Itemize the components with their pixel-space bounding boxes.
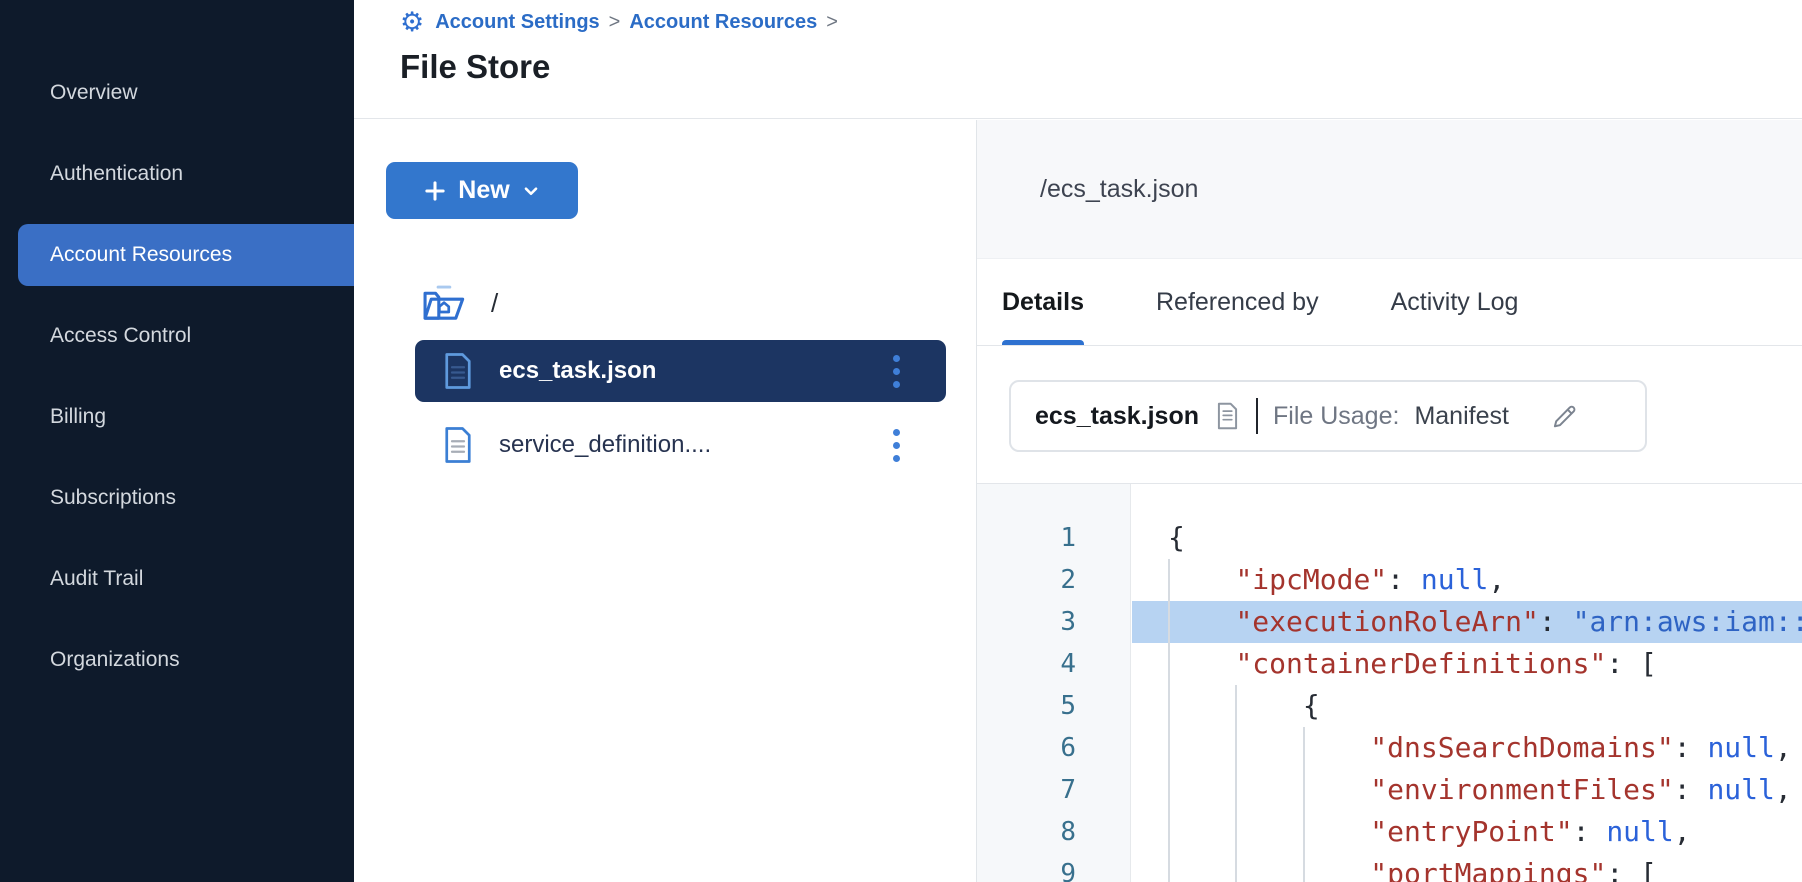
code-line-text: "environmentFiles": null, bbox=[1132, 769, 1802, 811]
code-viewer[interactable]: 1 { 2 "ipcMode": null, 3 "executionRoleA… bbox=[977, 483, 1802, 882]
sidebar-item-label: Authentication bbox=[50, 162, 184, 185]
file-usage-label: File Usage: bbox=[1273, 401, 1400, 430]
sidebar-item-label: Audit Trail bbox=[50, 567, 144, 590]
sidebar-item-billing[interactable]: Billing bbox=[0, 386, 354, 448]
page-header: ⚙ Account Settings > Account Resources > Fi… bbox=[354, 0, 1802, 119]
line-number: 4 bbox=[1060, 649, 1076, 679]
code-line: 2 "ipcMode": null, bbox=[977, 559, 1802, 601]
file-icon bbox=[440, 425, 476, 465]
vertical-divider bbox=[1256, 398, 1258, 434]
sidebar-item-overview[interactable]: Overview bbox=[0, 62, 354, 124]
code-line-text: { bbox=[1132, 685, 1802, 727]
code-line-text: "entryPoint": null, bbox=[1132, 811, 1802, 853]
home-folder-icon bbox=[423, 285, 465, 320]
sidebar-item-authentication[interactable]: Authentication bbox=[0, 143, 354, 205]
kebab-menu-icon[interactable] bbox=[887, 423, 906, 468]
line-number: 5 bbox=[1060, 691, 1076, 721]
file-path-header: /ecs_task.json bbox=[977, 120, 1802, 259]
line-number: 9 bbox=[1060, 859, 1076, 882]
file-path: /ecs_task.json bbox=[1040, 174, 1199, 203]
code-line-text: { bbox=[1168, 521, 1185, 554]
line-number: 2 bbox=[1060, 565, 1076, 595]
file-info-box: ecs_task.json File Usage: Manifest bbox=[1009, 380, 1647, 452]
new-button[interactable]: New bbox=[386, 162, 578, 219]
file-info-name: ecs_task.json bbox=[1035, 401, 1199, 430]
sidebar-item-label: Overview bbox=[50, 81, 138, 104]
code-line: 7 "environmentFiles": null, bbox=[977, 769, 1802, 811]
page-title: File Store bbox=[400, 48, 551, 85]
sidebar-item-label: Organizations bbox=[50, 648, 180, 671]
file-row[interactable]: service_definition.... bbox=[415, 414, 946, 476]
breadcrumb: ⚙ Account Settings > Account Resources > bbox=[400, 9, 838, 36]
line-number: 6 bbox=[1060, 733, 1076, 763]
code-line: 8 "entryPoint": null, bbox=[977, 811, 1802, 853]
gear-icon: ⚙ bbox=[400, 7, 425, 38]
sidebar-item-account-resources[interactable]: Account Resources bbox=[18, 224, 354, 286]
chevron-down-icon bbox=[524, 186, 538, 195]
code-line: 3 "executionRoleArn": "arn:aws:iam:: bbox=[977, 601, 1802, 643]
code-line: 9 "portMappings": [ bbox=[977, 853, 1802, 882]
code-line: 5 { bbox=[977, 685, 1802, 727]
file-usage-value: Manifest bbox=[1414, 401, 1509, 430]
line-number: 7 bbox=[1060, 775, 1076, 805]
breadcrumb-separator: > bbox=[608, 11, 621, 33]
breadcrumb-link[interactable]: Account Settings bbox=[435, 11, 600, 33]
detail-tabs: Details Referenced by Activity Log bbox=[977, 259, 1802, 346]
tab-referenced-by[interactable]: Referenced by bbox=[1155, 287, 1319, 316]
sidebar-item-subscriptions[interactable]: Subscriptions bbox=[0, 467, 354, 529]
sidebar-item-label: Billing bbox=[50, 405, 107, 428]
line-number: 8 bbox=[1060, 817, 1076, 847]
root-folder-label: / bbox=[491, 287, 499, 318]
new-button-label: New bbox=[458, 176, 510, 204]
code-line-text: "ipcMode": null, bbox=[1132, 559, 1802, 601]
root-folder-row[interactable]: / bbox=[420, 280, 498, 326]
file-icon bbox=[440, 351, 476, 391]
line-number: 3 bbox=[1060, 607, 1076, 637]
code-lines: 1 { 2 "ipcMode": null, 3 "executionRoleA… bbox=[977, 484, 1802, 882]
code-line-text: "dnsSearchDomains": null, bbox=[1132, 727, 1802, 769]
file-store-panel: New / ecs_task.json service_definition. bbox=[354, 120, 977, 882]
sidebar-item-audit-trail[interactable]: Audit Trail bbox=[0, 548, 354, 610]
code-line: 6 "dnsSearchDomains": null, bbox=[977, 727, 1802, 769]
code-line: 1 { bbox=[977, 517, 1802, 559]
sidebar-item-label: Account Resources bbox=[50, 243, 233, 266]
sidebar-item-label: Subscriptions bbox=[50, 486, 177, 509]
breadcrumb-separator: > bbox=[826, 11, 838, 33]
sidebar-item-access-control[interactable]: Access Control bbox=[0, 305, 354, 367]
sidebar-item-organizations[interactable]: Organizations bbox=[0, 629, 354, 691]
document-icon bbox=[1217, 402, 1238, 430]
plus-icon bbox=[425, 180, 445, 201]
file-row[interactable]: ecs_task.json bbox=[415, 340, 946, 402]
code-line-text: "containerDefinitions": [ bbox=[1132, 643, 1802, 685]
tab-details[interactable]: Details bbox=[1002, 259, 1084, 345]
line-number-gutter bbox=[977, 484, 1131, 882]
file-name: ecs_task.json bbox=[499, 357, 657, 384]
file-detail-panel: /ecs_task.json Details Referenced by Activ… bbox=[977, 120, 1802, 882]
breadcrumb-link[interactable]: Account Resources bbox=[629, 11, 818, 33]
kebab-menu-icon[interactable] bbox=[887, 349, 906, 394]
edit-pencil-icon[interactable] bbox=[1550, 402, 1578, 430]
code-line-text: "portMappings": [ bbox=[1132, 853, 1802, 882]
sidebar-item-label: Access Control bbox=[50, 324, 192, 347]
line-number: 1 bbox=[1060, 523, 1076, 553]
file-name: service_definition.... bbox=[499, 431, 712, 458]
code-line: 4 "containerDefinitions": [ bbox=[977, 643, 1802, 685]
tab-activity-log[interactable]: Activity Log bbox=[1390, 287, 1519, 316]
code-line-text: "executionRoleArn": "arn:aws:iam:: bbox=[1132, 601, 1802, 643]
